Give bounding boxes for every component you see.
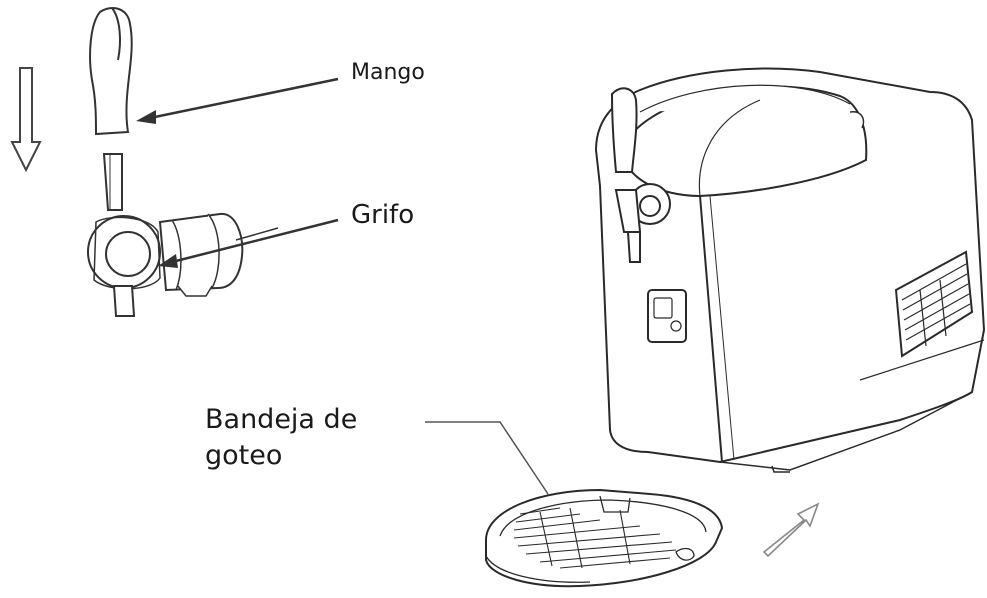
insert-direction-arrow-icon	[762, 502, 820, 558]
down-arrow-icon	[10, 67, 42, 173]
label-bandeja-de: Bandeja de	[205, 404, 358, 435]
drip-tray-drawing	[485, 488, 724, 588]
grifo-pointer-arrow	[158, 218, 339, 268]
tap-handle-drawing	[89, 7, 133, 136]
faucet-drawing	[87, 153, 279, 317]
label-goteo: goteo	[205, 440, 283, 471]
bandeja-leader-line	[425, 421, 549, 495]
label-grifo: Grifo	[351, 200, 415, 230]
label-mango: Mango	[351, 60, 425, 85]
dispenser-machine-drawing	[594, 67, 986, 473]
mango-pointer-arrow	[136, 77, 339, 124]
